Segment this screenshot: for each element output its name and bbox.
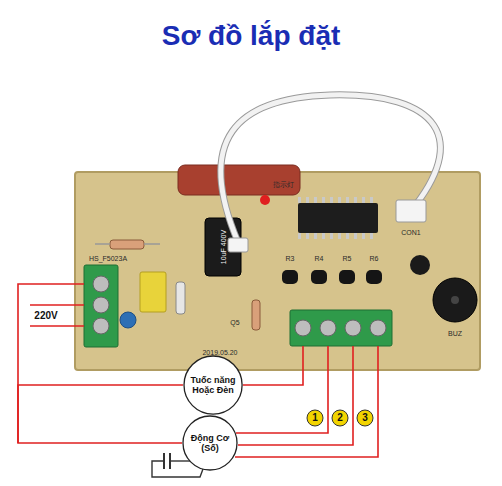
terminal-block bbox=[290, 310, 392, 346]
wire-connector bbox=[18, 385, 183, 443]
wire bbox=[18, 284, 84, 443]
led bbox=[260, 195, 270, 205]
screw bbox=[345, 320, 361, 336]
silkscreen-label: R3 bbox=[286, 255, 295, 262]
buzzer bbox=[433, 278, 477, 322]
transistor bbox=[282, 270, 298, 284]
silkscreen-label: 2019.05.20 bbox=[202, 349, 237, 356]
silkscreen-label: R6 bbox=[370, 255, 379, 262]
callout-circle bbox=[332, 410, 348, 426]
capacitor-plate bbox=[169, 453, 171, 469]
screw bbox=[295, 320, 311, 336]
wire bbox=[30, 325, 84, 327]
disc-capacitor bbox=[120, 312, 136, 328]
callout-number: 2 bbox=[337, 413, 343, 423]
transistor bbox=[311, 270, 327, 284]
lead-wire bbox=[144, 243, 160, 245]
ic-chip bbox=[298, 203, 378, 233]
circle-shape bbox=[184, 356, 242, 414]
ic-pins bbox=[298, 233, 378, 239]
node-label: Tuốc năng Hoặc Đèn bbox=[188, 375, 238, 396]
screw bbox=[93, 297, 109, 313]
silkscreen-label: 指示灯 bbox=[273, 181, 294, 188]
silkscreen-label: R4 bbox=[315, 255, 324, 262]
silkscreen-label: BUZ bbox=[448, 330, 462, 337]
ribbon-cable bbox=[221, 95, 441, 242]
circle-node: Động Cơ (Số) bbox=[182, 415, 238, 471]
node-label: Động Cơ (Số) bbox=[190, 433, 230, 454]
wire bbox=[236, 346, 328, 433]
callout-number: 1 bbox=[312, 413, 318, 423]
screw bbox=[93, 276, 109, 292]
terminal-block bbox=[84, 265, 118, 347]
callout-circle bbox=[307, 410, 323, 426]
callout-number: 3 bbox=[362, 413, 368, 423]
wire bbox=[235, 346, 378, 457]
connector bbox=[228, 238, 248, 252]
transistor bbox=[366, 270, 382, 284]
silkscreen-label: 10uF 400V bbox=[220, 230, 227, 264]
resistor-symbol bbox=[252, 300, 260, 330]
silkscreen-label: R5 bbox=[343, 255, 352, 262]
callout-circle bbox=[357, 410, 373, 426]
small-capacitor bbox=[410, 255, 430, 275]
wire bbox=[30, 304, 84, 306]
resistor-symbol bbox=[110, 240, 144, 249]
buzzer-hole bbox=[451, 296, 459, 304]
circle-shape bbox=[183, 416, 237, 470]
transistor bbox=[339, 270, 355, 284]
screw bbox=[370, 320, 386, 336]
resistor-symbol bbox=[176, 282, 185, 314]
circle-node: Tuốc năng Hoặc Đèn bbox=[183, 355, 243, 415]
lead-wire bbox=[95, 243, 110, 245]
box-capacitor bbox=[140, 272, 166, 312]
silkscreen-label: Q5 bbox=[230, 319, 239, 326]
voltage-label: 220V bbox=[34, 311, 57, 321]
pcb-board bbox=[75, 172, 480, 370]
wire bbox=[243, 346, 303, 385]
film-capacitor bbox=[178, 165, 300, 195]
ic-pins bbox=[298, 197, 378, 203]
screw bbox=[93, 318, 109, 334]
screw bbox=[320, 320, 336, 336]
page-title: Sơ đồ lắp đặt bbox=[162, 20, 341, 52]
connector bbox=[396, 200, 426, 222]
silkscreen-label: HS_F5023A bbox=[89, 255, 127, 262]
silkscreen-label: CON1 bbox=[401, 229, 420, 236]
ribbon-cable bbox=[221, 95, 441, 242]
wire bbox=[238, 346, 353, 445]
wire bbox=[170, 460, 190, 461]
